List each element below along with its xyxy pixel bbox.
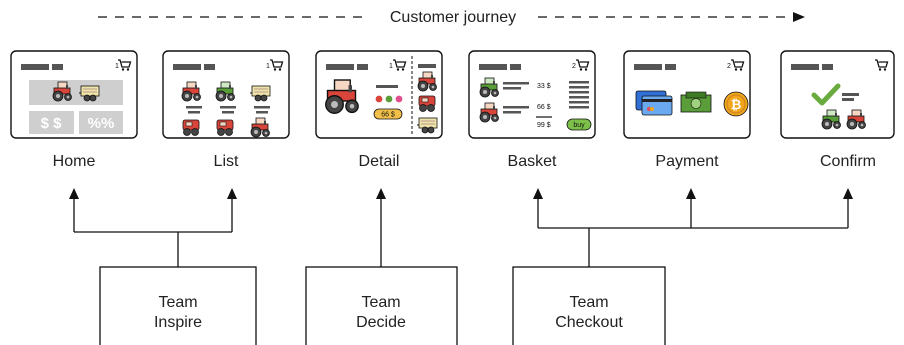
team-name: Decide (356, 314, 406, 331)
cash-icon (680, 91, 712, 113)
team-checkout-box: Team Checkout (512, 266, 666, 345)
bitcoin-icon: ₿ (723, 91, 749, 117)
screen-label-detail: Detail (359, 153, 400, 170)
screen-confirm (780, 50, 895, 139)
svg-text:buy: buy (573, 122, 585, 129)
cart-count: 1 (389, 63, 393, 70)
screen-basket: 2 33 $ 66 $ 99 $ buy (468, 50, 596, 139)
customer-journey-title: Customer journey (390, 9, 516, 26)
connector-inspire (73, 190, 233, 267)
screen-label-payment: Payment (655, 153, 719, 170)
team-inspire-box: Team Inspire (99, 266, 257, 345)
screen-label-list: List (214, 153, 239, 170)
cart-count: 2 (727, 63, 731, 70)
svg-text:%%: %% (88, 115, 115, 132)
screen-list: 1 (162, 50, 290, 139)
promo-percent (79, 111, 123, 134)
team-label: Team (361, 294, 400, 311)
cart-count: 1 (266, 63, 270, 70)
team-name: Inspire (154, 314, 202, 331)
screen-label-home: Home (53, 153, 96, 170)
screen-label-confirm: Confirm (820, 153, 876, 170)
svg-text:66 $: 66 $ (381, 112, 395, 119)
cart-count: 2 (572, 63, 576, 70)
hero-banner (29, 80, 123, 105)
team-decide-box: Team Decide (305, 266, 458, 345)
price-tag (373, 108, 403, 120)
svg-text:₿: ₿ (731, 98, 742, 113)
screen-detail: 1 66 $ (315, 50, 443, 139)
connector-checkout (537, 190, 849, 267)
checkmark-icon (811, 83, 841, 106)
svg-text:$ $: $ $ (41, 115, 63, 132)
screen-label-basket: Basket (508, 153, 557, 170)
color-option (375, 95, 383, 103)
buy-button[interactable] (566, 118, 592, 131)
team-label: Team (158, 294, 197, 311)
promo-dollar (29, 111, 74, 134)
basket-line-price: 33 $ (537, 83, 551, 90)
team-name: Checkout (555, 314, 623, 331)
color-option (395, 95, 403, 103)
screen-home: 1 $ $ %% (10, 50, 138, 139)
customer-journey-arrow (98, 12, 805, 22)
basket-line-price: 66 $ (537, 104, 551, 111)
basket-total: 99 $ (537, 122, 551, 129)
placeholder-bar (21, 64, 49, 70)
team-label: Team (569, 294, 608, 311)
screen-payment: 2 ₿ (623, 50, 751, 139)
color-option (385, 95, 393, 103)
credit-card-icon (635, 90, 673, 116)
cart-count: 1 (115, 63, 119, 70)
